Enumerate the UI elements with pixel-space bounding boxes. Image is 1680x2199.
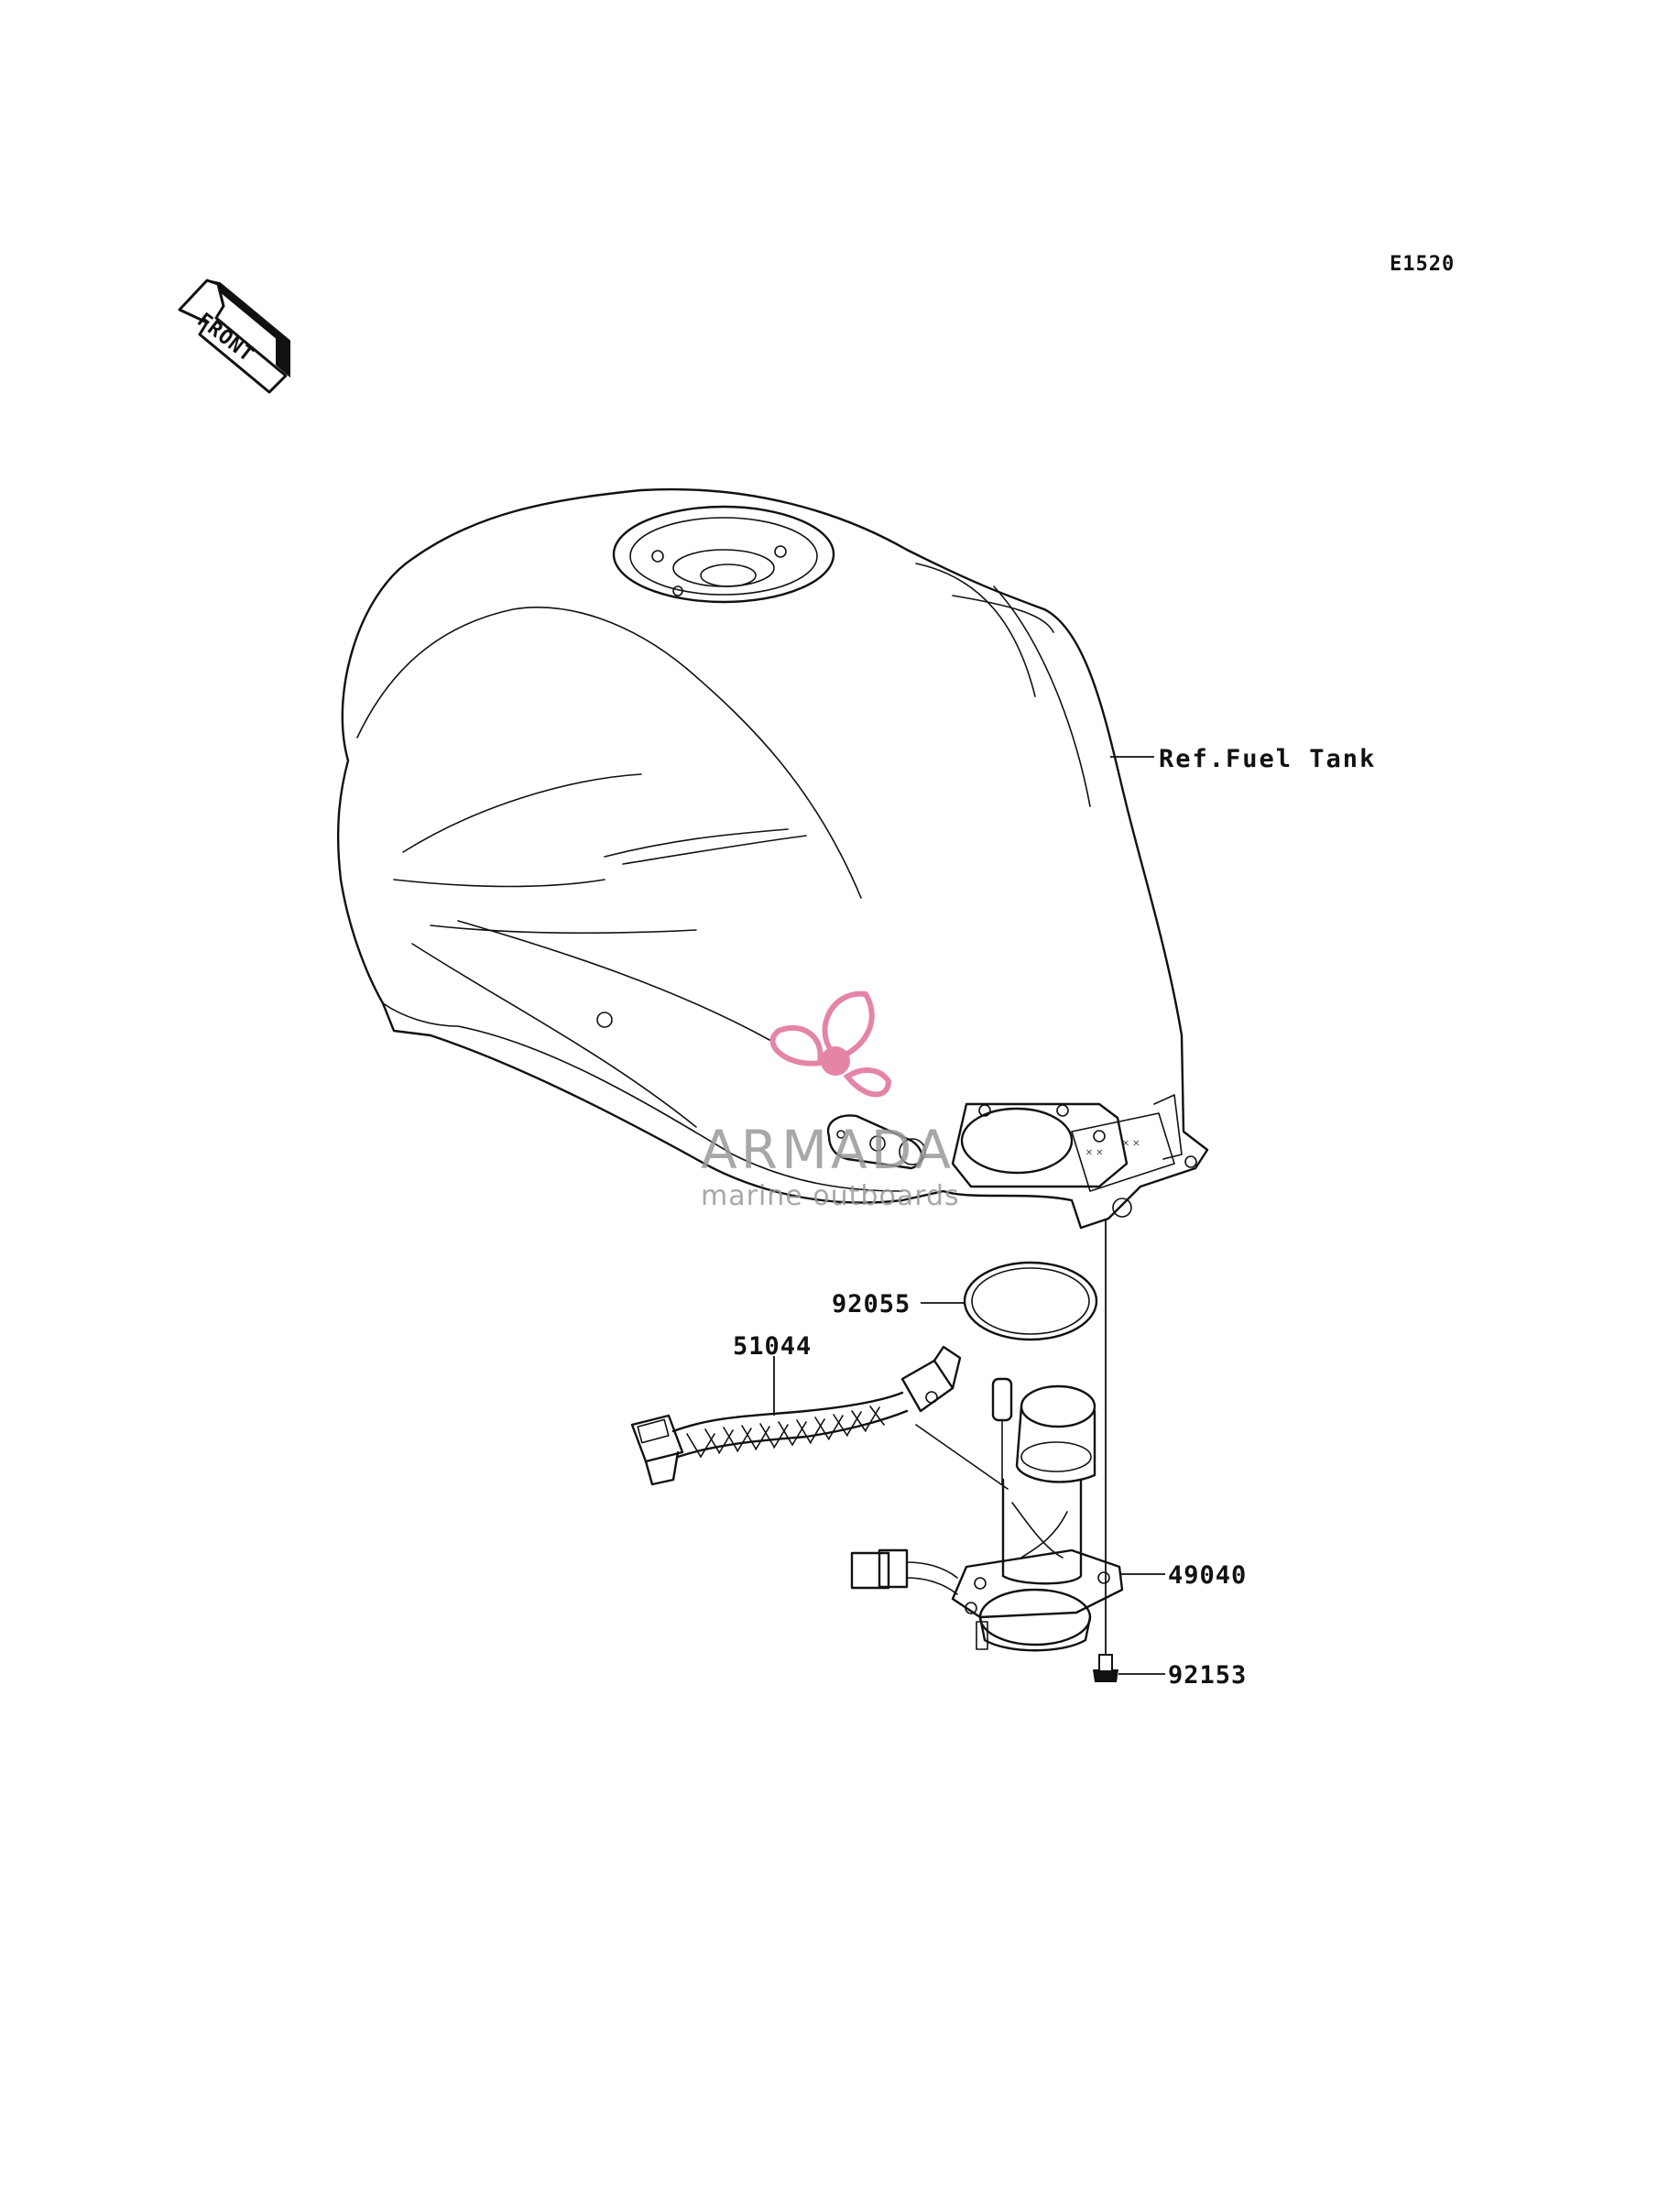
bolt <box>1093 1654 1118 1682</box>
watermark-tagline: marine outboards <box>701 1180 960 1212</box>
watermark-brand: ARMADA <box>701 1119 955 1181</box>
diagram-code: E1520 <box>1390 253 1455 276</box>
part-label-51044: 51044 <box>733 1332 812 1361</box>
part-label-49040: 49040 <box>1168 1561 1247 1590</box>
fuel-pump-assembly <box>850 1377 1124 1652</box>
front-arrow-icon: FRONT <box>178 279 290 394</box>
svg-text:× ×: × × <box>1122 1137 1140 1151</box>
part-label-92153: 92153 <box>1168 1661 1247 1690</box>
gasket-o-ring <box>963 1261 1098 1341</box>
svg-text:× ×: × × <box>1085 1146 1103 1160</box>
ref-fuel-tank-label: Ref.Fuel Tank <box>1159 745 1376 773</box>
part-label-92055: 92055 <box>832 1290 911 1318</box>
propeller-logo-icon <box>769 990 892 1098</box>
fuel-tank: × × × × <box>336 487 1209 1230</box>
wire-harness <box>630 1345 962 1486</box>
armada-watermark: ARMADA marine outboards <box>701 990 960 1212</box>
